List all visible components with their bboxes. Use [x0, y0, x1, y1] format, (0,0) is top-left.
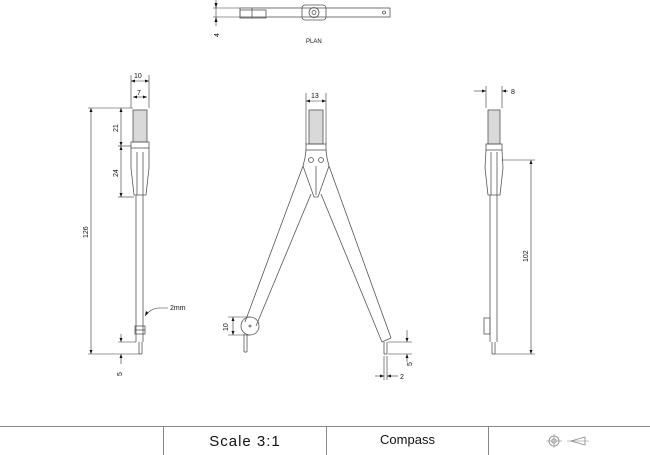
left-lead-note-2mm: 2mm: [170, 305, 186, 312]
right-dim-width-8: 8: [511, 89, 515, 96]
front-dim-tip-width-2: 2: [400, 374, 404, 381]
scale-label: Scale 3:1: [163, 427, 326, 455]
left-dim-grip-21: 21: [113, 124, 120, 132]
left-dim-width-10: 10: [134, 73, 142, 80]
title-block: Scale 3:1 Compass: [0, 426, 650, 455]
drawing-title: Compass: [326, 427, 488, 455]
front-dim-wheel-10: 10: [223, 323, 230, 331]
right-side-view: 8 102: [474, 86, 535, 355]
front-view: 13 10 5 2: [223, 93, 414, 381]
left-side-view: 10 7 21 24 126 5 2mm: [83, 73, 186, 376]
first-angle-projection-icon: [545, 434, 589, 448]
front-dim-tip-5: 5: [407, 362, 414, 366]
front-dim-width-13: 13: [311, 93, 319, 100]
right-dim-length-102: 102: [523, 250, 530, 262]
plan-dim-4: 4: [214, 33, 221, 37]
plan-view: 4 PLAN: [213, 0, 391, 45]
left-dim-joint-24: 24: [113, 169, 120, 177]
title-block-blank-cell: [0, 427, 163, 455]
left-dim-tip-5: 5: [117, 372, 124, 376]
projection-cell: [488, 427, 650, 455]
plan-label: PLAN: [306, 39, 322, 45]
left-dim-total-126: 126: [83, 226, 90, 238]
left-dim-width-7: 7: [137, 90, 141, 97]
